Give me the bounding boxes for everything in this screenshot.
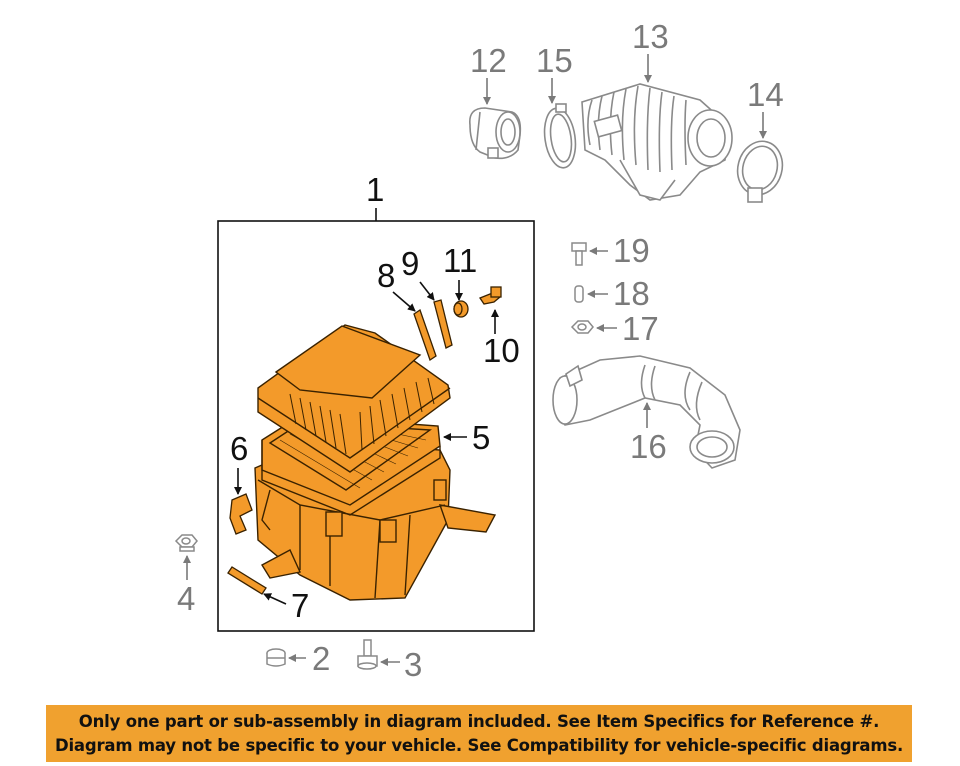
nut-4 (174, 534, 198, 552)
callout-9: 9 (401, 245, 419, 282)
callout-18: 18 (613, 275, 650, 312)
callout-15: 15 (536, 42, 573, 79)
callout-2: 2 (312, 640, 330, 677)
callout-19: 19 (613, 232, 650, 269)
hose-clamp-14 (736, 140, 784, 203)
bolt-3 (357, 639, 378, 670)
strip-part-8 (413, 308, 437, 362)
air-cleaner-upper-cover (257, 324, 451, 473)
callout-11: 11 (443, 242, 477, 279)
callout-5: 5 (472, 419, 490, 456)
bolt-10 (479, 286, 502, 305)
callout-16: 16 (630, 428, 667, 465)
callout-17: 17 (622, 310, 659, 347)
assembly-box (217, 220, 535, 632)
parts-diagram: 12 15 13 14 1 (174, 18, 784, 683)
callout-1: 1 (366, 171, 384, 208)
callout-14: 14 (747, 76, 784, 113)
seal-strip-7 (227, 566, 267, 595)
intake-hose-16 (552, 355, 741, 469)
callout-7: 7 (291, 587, 309, 624)
callout-4: 4 (177, 580, 195, 617)
clip-part-6 (229, 493, 253, 535)
throttle-adapter-12 (468, 107, 522, 160)
callout-6: 6 (230, 430, 248, 467)
strip-part-9 (433, 299, 453, 349)
disclaimer-banner: Only one part or sub-assembly in diagram… (46, 705, 912, 762)
callout-13: 13 (632, 18, 669, 55)
callout-3: 3 (404, 646, 422, 683)
disclaimer-line-1: Only one part or sub-assembly in diagram… (78, 712, 880, 731)
pin-18 (574, 285, 584, 303)
callout-10: 10 (483, 332, 520, 369)
callout-8: 8 (377, 257, 395, 294)
nut-17 (570, 320, 594, 334)
intake-duct-13 (581, 83, 733, 201)
disclaimer-line-2: Diagram may not be specific to your vehi… (54, 736, 904, 755)
bolt-19 (571, 242, 587, 266)
grommet-11 (453, 300, 469, 318)
callout-12: 12 (470, 42, 507, 79)
seal-ring-15 (543, 103, 577, 169)
grommet-2 (266, 648, 286, 667)
